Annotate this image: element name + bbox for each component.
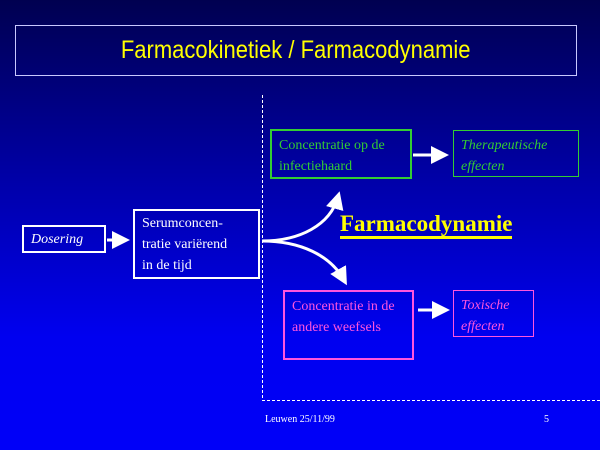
infection-line: Concentratie op de xyxy=(279,138,385,153)
toxic-box: Toxische effecten xyxy=(453,290,534,337)
toxic-line: effecten xyxy=(461,319,505,334)
page-number: 5 xyxy=(544,414,549,425)
serum-box: Serumconcen- tratie variërend in de tijd xyxy=(133,209,260,279)
farmacodynamie-label: Farmacodynamie xyxy=(340,212,513,239)
dosering-label: Dosering xyxy=(31,232,84,247)
infection-box: Concentratie op de infectiehaard xyxy=(270,129,412,179)
toxic-line: Toxische xyxy=(461,298,510,313)
serum-line: Serumconcen- xyxy=(142,216,223,231)
dosering-box: Dosering xyxy=(22,225,106,253)
curve-down-arrow xyxy=(261,239,347,286)
therapeutic-line: effecten xyxy=(461,159,505,174)
tissues-line: andere weefsels xyxy=(292,320,382,335)
serum-line: tratie variërend xyxy=(142,237,228,252)
therapeutic-line: Therapeutische xyxy=(461,138,548,153)
serum-line: in de tijd xyxy=(142,258,192,273)
footer-location-date: Leuwen 25/11/99 xyxy=(265,414,335,425)
title-box: Farmacokinetiek / Farmacodynamie xyxy=(15,25,577,76)
curve-up-arrow xyxy=(261,191,344,243)
tissues-line: Concentratie in de xyxy=(292,299,395,314)
therapeutic-box: Therapeutische effecten xyxy=(453,130,579,177)
tissues-box: Concentratie in de andere weefsels xyxy=(283,290,414,360)
infection-line: infectiehaard xyxy=(279,159,353,174)
slide-title: Farmacokinetiek / Farmacodynamie xyxy=(121,36,471,64)
